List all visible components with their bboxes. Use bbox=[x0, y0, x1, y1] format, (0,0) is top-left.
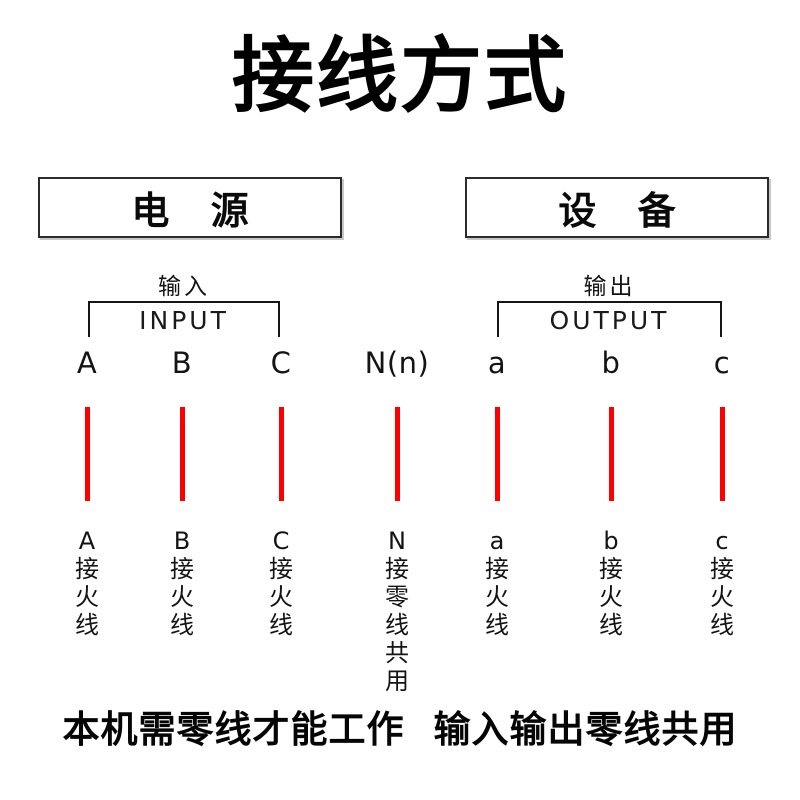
input-label-cn: 输入 bbox=[158, 274, 210, 300]
input-label-en: INPUT bbox=[135, 306, 233, 335]
terminal-label-b: b bbox=[601, 346, 621, 380]
wire-label-a: a接火线 bbox=[485, 527, 509, 639]
wire-column-A: A A接火线 bbox=[42, 348, 132, 639]
bottom-note: 本机需零线才能工作 输入输出零线共用 bbox=[0, 699, 800, 753]
output-label-cn: 输出 bbox=[583, 274, 636, 300]
wire-line-a bbox=[494, 407, 500, 501]
terminal-label-c: c bbox=[713, 346, 731, 380]
wire-column-c: c c接火线 bbox=[677, 348, 767, 639]
page-title: 接线方式 bbox=[231, 29, 568, 124]
wire-column-B: B B接火线 bbox=[137, 348, 227, 639]
wire-label-b: b接火线 bbox=[599, 527, 623, 639]
wire-line-c bbox=[719, 407, 725, 501]
device-box: 设 备 bbox=[465, 177, 769, 238]
wire-line-A bbox=[84, 407, 90, 501]
power-box-label: 电 源 bbox=[131, 189, 263, 233]
terminal-label-C: C bbox=[270, 346, 292, 380]
wire-label-A: A接火线 bbox=[75, 527, 99, 639]
wire-column-b: b b接火线 bbox=[566, 348, 656, 639]
wire-label-B: B接火线 bbox=[170, 527, 194, 639]
bottom-note-part1: 本机需零线才能工作 bbox=[62, 708, 405, 751]
terminal-label-a: a bbox=[487, 346, 507, 380]
power-box: 电 源 bbox=[38, 177, 342, 238]
wire-column-N: N(n) N接零线共用 bbox=[352, 348, 442, 695]
wire-label-c: c接火线 bbox=[710, 527, 734, 639]
terminal-label-N: N(n) bbox=[364, 346, 430, 380]
wire-line-B bbox=[179, 407, 185, 501]
wire-column-a: a a接火线 bbox=[452, 348, 542, 639]
output-label-en: OUTPUT bbox=[545, 306, 674, 335]
device-box-label: 设 备 bbox=[558, 189, 690, 233]
wire-line-C bbox=[278, 407, 284, 501]
wire-label-C: C接火线 bbox=[269, 527, 293, 639]
terminal-label-B: B bbox=[171, 346, 193, 380]
wire-label-N: N接零线共用 bbox=[385, 527, 409, 695]
wire-line-b bbox=[608, 407, 614, 501]
input-bracket: INPUT bbox=[88, 301, 280, 337]
bottom-note-part2: 输入输出零线共用 bbox=[433, 708, 738, 751]
wire-column-C: C C接火线 bbox=[236, 348, 326, 639]
output-bracket: OUTPUT bbox=[497, 301, 722, 337]
wire-line-N bbox=[394, 407, 400, 501]
terminal-label-A: A bbox=[76, 346, 98, 380]
